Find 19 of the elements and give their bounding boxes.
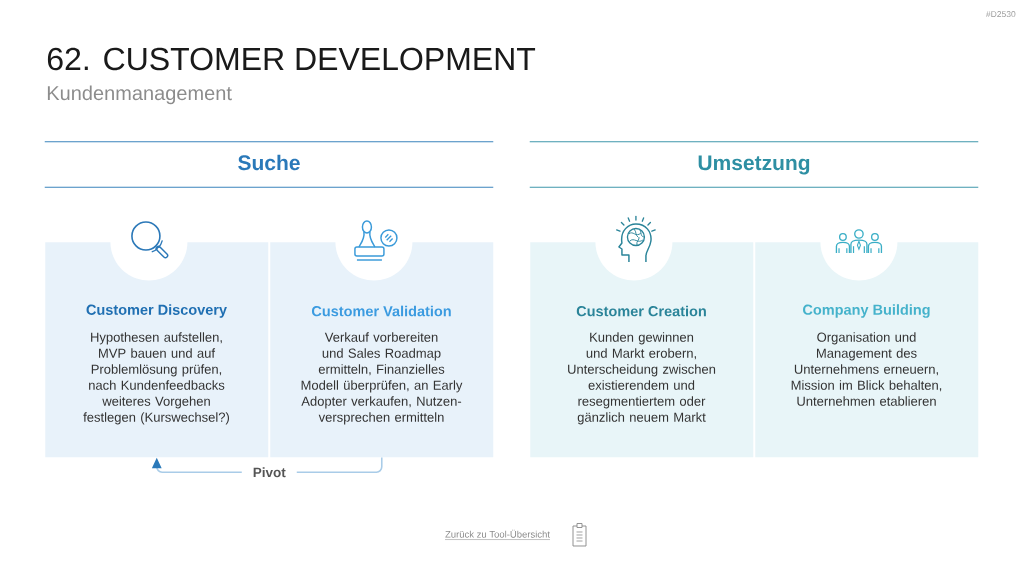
card-title: Customer Creation — [576, 305, 706, 317]
stage-card — [45, 221, 269, 458]
stage-card — [755, 229, 979, 458]
edge-label: Pivot — [241, 465, 297, 479]
card-title: Company Building — [803, 304, 930, 318]
section-header: Suche — [44, 141, 494, 188]
card-text: Hypothesen aufstellen, MVP bauen und auf Problemlösung prüfen, nach Kundenfeedbacks weiteres Vorgehen festlegen (Kurswechsel?) — [83, 332, 229, 425]
stage-card — [530, 215, 754, 458]
card-text: Verkauf vorbereiten und Sales Roadmap ermitteln, Finanzielles Modell überprüfen, an Early Adopter verkaufen, Nutzen- versprechen ermitteln — [301, 332, 463, 425]
back-link: Zurück zu Tool-Übersicht — [444, 529, 551, 540]
stage-card — [270, 220, 494, 458]
section-header: Umsetzung — [529, 141, 979, 188]
card-title: Customer Discovery — [86, 304, 227, 318]
card-text: Organisation und Management des Unternehmens erneuern, Mission im Blick behalten, Unternehmen etablieren — [791, 332, 942, 406]
card-text: Kunden gewinnen und Markt erobern, Unterscheidung zwischen existierendem und resegmentiertem oder gänzlich neuem Markt — [568, 332, 716, 425]
reference-code: #D2530 — [986, 11, 1016, 18]
card-title: Customer Validation — [311, 305, 451, 317]
subtitle: Kundenmanagement — [47, 85, 232, 105]
title: 62. CUSTOMER DEVELOPMENT — [47, 47, 536, 71]
